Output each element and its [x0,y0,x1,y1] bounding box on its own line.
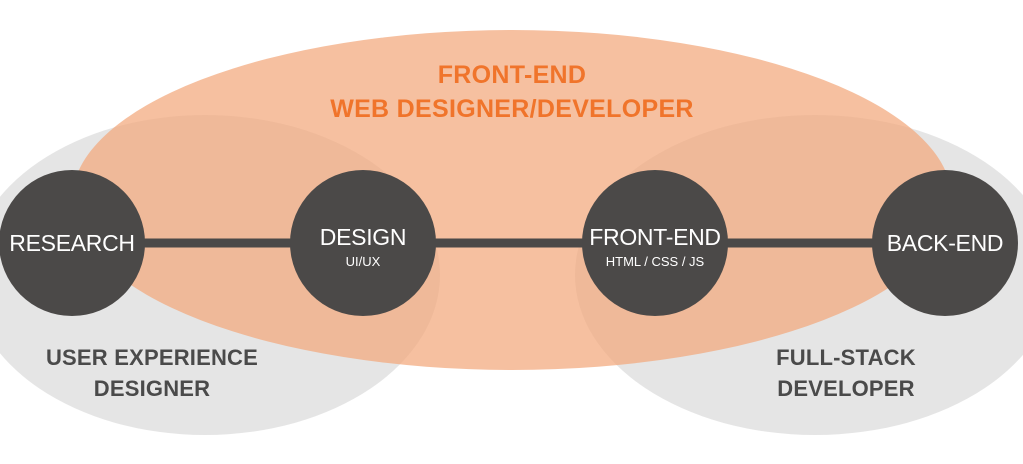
backend-node [872,170,1018,316]
frontend-role-title-line1: FRONT-END [438,61,587,89]
frontend-node-subtitle: HTML / CSS / JS [606,254,705,269]
fullstack-role-title-line1: FULL-STACK [776,345,916,370]
frontend-role-title-line2: WEB DESIGNER/DEVELOPER [330,95,694,123]
ux-role-title-line1: USER EXPERIENCE [46,345,258,370]
fullstack-role-title-line2: DEVELOPER [777,376,915,401]
research-node-title: RESEARCH [9,230,134,256]
frontend-designer-ellipse [72,30,952,370]
ux-role-title-line2: DESIGNER [94,376,211,401]
research-node [0,170,145,316]
backend-node-title: BACK-END [887,230,1003,256]
design-node-subtitle: UI/UX [346,254,381,269]
design-node-title: DESIGN [320,224,406,250]
frontend-node-title: FRONT-END [589,224,720,250]
frontend-node [582,170,728,316]
design-node [290,170,436,316]
